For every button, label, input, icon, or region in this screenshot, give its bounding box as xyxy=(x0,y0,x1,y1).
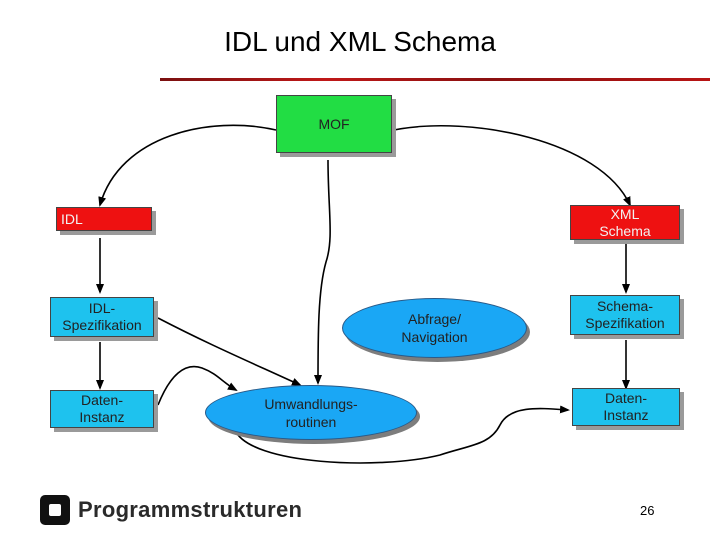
page-title: IDL und XML Schema xyxy=(224,26,496,57)
schema-spezifikation-label: Schema- Spezifikation xyxy=(585,298,665,331)
title-underline xyxy=(160,78,710,81)
arrow-umwandlung-to-daten xyxy=(234,405,570,464)
logo-square-icon xyxy=(40,495,70,525)
programmstrukturen-logo: Programmstrukturen xyxy=(40,492,302,528)
logo-text: Programmstrukturen xyxy=(78,497,303,522)
abfrage-navigation-label: Abfrage/ Navigation xyxy=(401,311,468,345)
mof-node: MOF xyxy=(276,95,392,153)
umwandlungsroutinen-node: Umwandlungs- routinen xyxy=(205,385,417,440)
daten-instanz-right-node: Daten- Instanz xyxy=(572,388,680,426)
idl-label: IDL xyxy=(61,210,83,227)
abfrage-navigation-node: Abfrage/ Navigation xyxy=(342,298,527,358)
idl-node: IDL xyxy=(56,207,152,231)
arrow-daten-to-umwandlung xyxy=(157,365,238,406)
schema-spezifikation-node: Schema- Spezifikation xyxy=(570,295,680,335)
daten-instanz-left-node: Daten- Instanz xyxy=(50,390,154,428)
page-number: 26 xyxy=(640,503,655,518)
xml-schema-label: XML Schema xyxy=(599,205,651,239)
daten-instanz-right-label: Daten- Instanz xyxy=(603,390,649,423)
mof-label: MOF xyxy=(318,115,350,132)
arrow-mof-to-umwandlung xyxy=(314,159,331,385)
umwandlungsroutinen-label: Umwandlungs- routinen xyxy=(264,395,358,430)
idl-spezifikation-label: IDL- Spezifikation xyxy=(62,300,142,333)
idl-spezifikation-node: IDL- Spezifikation xyxy=(50,297,154,337)
arrow-mof-to-xml xyxy=(393,124,631,207)
arrow-mof-to-idl xyxy=(98,124,277,207)
arrow-idlspec-to-umwandlung xyxy=(157,317,302,386)
daten-instanz-left-label: Daten- Instanz xyxy=(79,392,125,425)
xml-schema-node: XML Schema xyxy=(570,205,680,240)
